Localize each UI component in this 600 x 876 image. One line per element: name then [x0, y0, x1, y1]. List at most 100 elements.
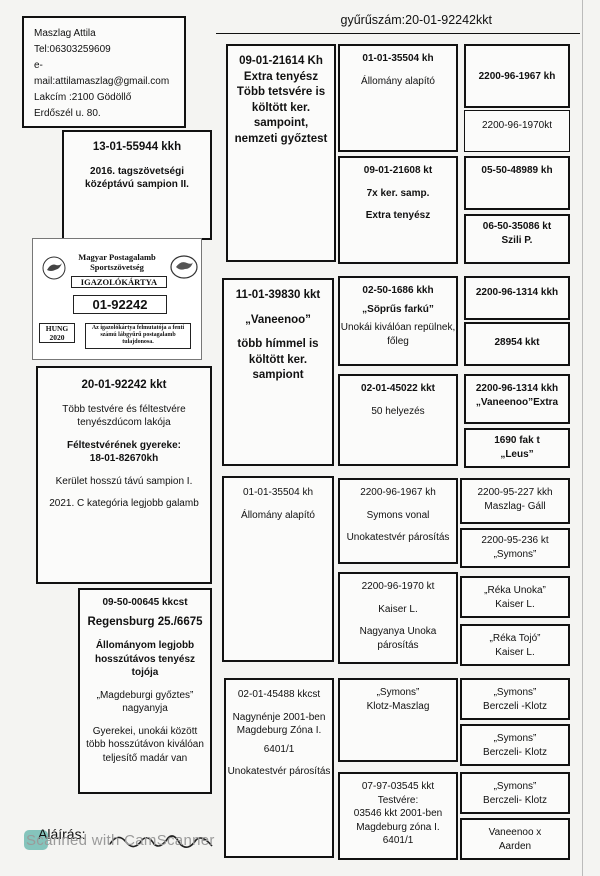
- grandsire-paternal-text: Extra tenyész Több tetsvére is költött k…: [234, 70, 328, 145]
- camscanner-logo-icon: [24, 830, 48, 850]
- ggp-ring: 2200-96-1970 kt: [361, 581, 435, 592]
- card-note: Az igazolókártya felmutatója a fenti szá…: [85, 323, 191, 349]
- gggp-ring: 05-50-48989 kh: [481, 165, 553, 176]
- ggp-text: 6401/1: [382, 835, 414, 846]
- ggp-box: 01-01-35504 kh Állomány alapító: [338, 44, 458, 152]
- gggp-name: Berczeli- Klotz: [483, 794, 547, 806]
- card-title: IGAZOLÓKÁRTYA: [71, 276, 167, 288]
- granddam-maternal-ring: 02-01-45488 kkcst: [237, 689, 321, 700]
- dam-line-1: Regensburg 25./6675: [87, 615, 203, 628]
- ggp-text: Symons vonal: [366, 509, 430, 521]
- sire-text: 2016. tagszövetségi középtávú sampion II…: [85, 165, 189, 191]
- ggp-text: Extra tenyész: [365, 210, 431, 221]
- dam-ring: 09-50-00645 kkcst: [102, 597, 188, 608]
- ggp-text: 03546 kkt 2001-ben Magdeburg zóna I.: [353, 808, 443, 833]
- ggp-ring: 2200-96-1967 kh: [360, 487, 436, 498]
- gggp-ring: 06-50-35086 kt: [482, 221, 552, 232]
- ggp-text: 50 helyezés: [371, 405, 425, 417]
- gggp-box: 2200-96-1970kt: [464, 110, 570, 152]
- gggp-name: „Vaneenoo”Extra: [475, 396, 559, 408]
- ggp-box: 02-50-1686 kkh „Söprűs farkú” Unokái kiv…: [338, 276, 458, 366]
- ggp-text: 7x ker. samp.: [366, 187, 430, 199]
- dam-line-4: Gyerekei, unokái között több hosszútávon…: [86, 725, 204, 764]
- owner-info-box: Maszlag Attila Tel:06303259609 e-mail:at…: [22, 16, 186, 128]
- gggp-box: 05-50-48989 kh: [464, 156, 570, 210]
- ggp-text: Kaiser L.: [378, 603, 418, 615]
- ggp-ring: 02-50-1686 kkh: [362, 285, 434, 296]
- sire-ring: 13-01-55944 kkh: [92, 141, 182, 153]
- gggp-box: Vaneenoo x Aarden: [460, 818, 570, 860]
- owner-address-2: Erdőszél u. 80.: [34, 108, 101, 119]
- grandsire-maternal-text: Állomány alapító: [241, 509, 315, 521]
- dam-line-3: „Magdeburgi győztes” nagyanyja: [96, 689, 194, 715]
- ggp-text: Állomány alapító: [361, 75, 435, 87]
- subject-pigeon-box: 20-01-92242 kkt Több testvére és féltest…: [36, 366, 212, 584]
- ggp-text: Klotz-Maszlag: [366, 700, 430, 712]
- gggp-ring: „Réka Tojó”: [489, 633, 541, 644]
- scanner-watermark: Scanned with CamScanner: [26, 832, 215, 849]
- granddam-paternal-name: „Vaneenoo”: [245, 313, 311, 326]
- subject-line-4: Kerület hosszú távú sampion I.: [55, 475, 193, 487]
- granddam-paternal-ring: 11-01-39830 kkt: [235, 289, 321, 301]
- owner-tel: Tel:06303259609: [34, 44, 111, 55]
- gggp-ring: 28954 kkt: [494, 337, 540, 348]
- granddam-maternal-line-3: Unokatestvér párosítás: [227, 766, 331, 777]
- gggp-ring: 2200-96-1314 kkh: [475, 383, 559, 394]
- gggp-ring: 2200-95-227 kkh: [477, 487, 553, 498]
- gggp-box: 2200-95-227 kkh Maszlag- Gáll: [460, 478, 570, 524]
- gggp-box: 2200-96-1314 kkh: [464, 276, 570, 320]
- subject-line-1: Több testvére és féltestvére tenyészdúco…: [62, 403, 186, 429]
- granddam-paternal-box: 11-01-39830 kkt „Vaneenoo” több hímmel i…: [222, 278, 334, 466]
- gggp-box: „Symons” Berczeli- Klotz: [460, 772, 570, 814]
- ggp-text: Testvére:: [377, 794, 419, 806]
- gggp-name: Kaiser L.: [495, 598, 535, 610]
- gggp-box: 06-50-35086 kt Szili P.: [464, 214, 570, 264]
- gggp-name: Berczeli -Klotz: [483, 700, 547, 712]
- id-card: Magyar Postagalamb Sportszövetség IGAZOL…: [32, 238, 202, 360]
- gggp-box: 2200-96-1967 kh: [464, 44, 570, 108]
- granddam-maternal-line-1: Nagynénje 2001-ben Magdeburg Zóna I.: [232, 711, 326, 737]
- ggp-name: „Söprűs farkú”: [362, 303, 434, 315]
- subject-line-3: 18-01-82670kh: [89, 453, 159, 465]
- ggp-box: „Symons” Klotz-Maszlag: [338, 678, 458, 762]
- gggp-box: 1690 fak t „Leus”: [464, 428, 570, 468]
- gggp-ring: „Symons”: [493, 687, 537, 698]
- gggp-name: Aarden: [498, 840, 532, 852]
- ggp-box: 02-01-45022 kkt 50 helyezés: [338, 374, 458, 466]
- gggp-box: „Réka Tojó” Kaiser L.: [460, 624, 570, 666]
- card-organization: Magyar Postagalamb Sportszövetség: [78, 252, 156, 273]
- gggp-box: „Symons” Berczeli- Klotz: [460, 724, 570, 766]
- signature-scrawl: [109, 835, 213, 848]
- gggp-name: Kaiser L.: [495, 646, 535, 658]
- granddam-maternal-line-2: 6401/1: [263, 743, 295, 755]
- ggp-box: 09-01-21608 kt 7x ker. samp. Extra tenyé…: [338, 156, 458, 264]
- gggp-box: 2200-96-1314 kkh „Vaneenoo”Extra: [464, 374, 570, 424]
- grandsire-paternal-box: 09-01-21614 Kh Extra tenyész Több tetsvé…: [226, 44, 336, 262]
- gggp-name: Szili P.: [501, 234, 533, 246]
- gggp-ring: „Réka Unoka”: [484, 585, 546, 596]
- gggp-name: „Leus”: [500, 448, 534, 460]
- signature-label: Aláírás:: [38, 826, 86, 842]
- gggp-name: Berczeli- Klotz: [483, 746, 547, 758]
- ggp-text: Nagyanya Unoka párosítás: [359, 626, 437, 651]
- ggp-box: 07-97-03545 kkt Testvére: 03546 kkt 2001…: [338, 772, 458, 860]
- ggp-ring: 09-01-21608 kt: [363, 165, 433, 176]
- ggp-ring: 07-97-03545 kkt: [361, 781, 435, 792]
- dam-line-2: Állományom legjobb hosszútávos tenyész t…: [94, 640, 196, 679]
- gggp-box: „Réka Unoka” Kaiser L.: [460, 576, 570, 618]
- gggp-ring: 2200-96-1967 kh: [478, 71, 556, 82]
- gggp-box: 2200-95-236 kt „Symons”: [460, 528, 570, 568]
- ggp-text: Unokatestvér párosítás: [346, 532, 450, 543]
- ring-number-header: gyűrűszám:20-01-92242kkt: [216, 10, 580, 34]
- subject-ring: 20-01-92242 kkt: [81, 379, 167, 391]
- card-number: 01-92242: [73, 295, 167, 314]
- granddam-paternal-text: több hímmel is költött ker. sampiont: [237, 338, 319, 382]
- subject-line-2: Féltestvérének gyereke:: [67, 439, 181, 451]
- owner-email: e-mail:attilamaszlag@gmail.com: [34, 60, 170, 87]
- gggp-name: Maszlag- Gáll: [484, 500, 546, 512]
- fci-logo-icon: [170, 255, 198, 279]
- grandsire-maternal-box: 01-01-35504 kh Állomány alapító: [222, 476, 334, 662]
- sire-box: 13-01-55944 kkh 2016. tagszövetségi közé…: [62, 130, 212, 240]
- ggp-ring: „Symons”: [376, 687, 420, 698]
- owner-name: Maszlag Attila: [34, 28, 96, 39]
